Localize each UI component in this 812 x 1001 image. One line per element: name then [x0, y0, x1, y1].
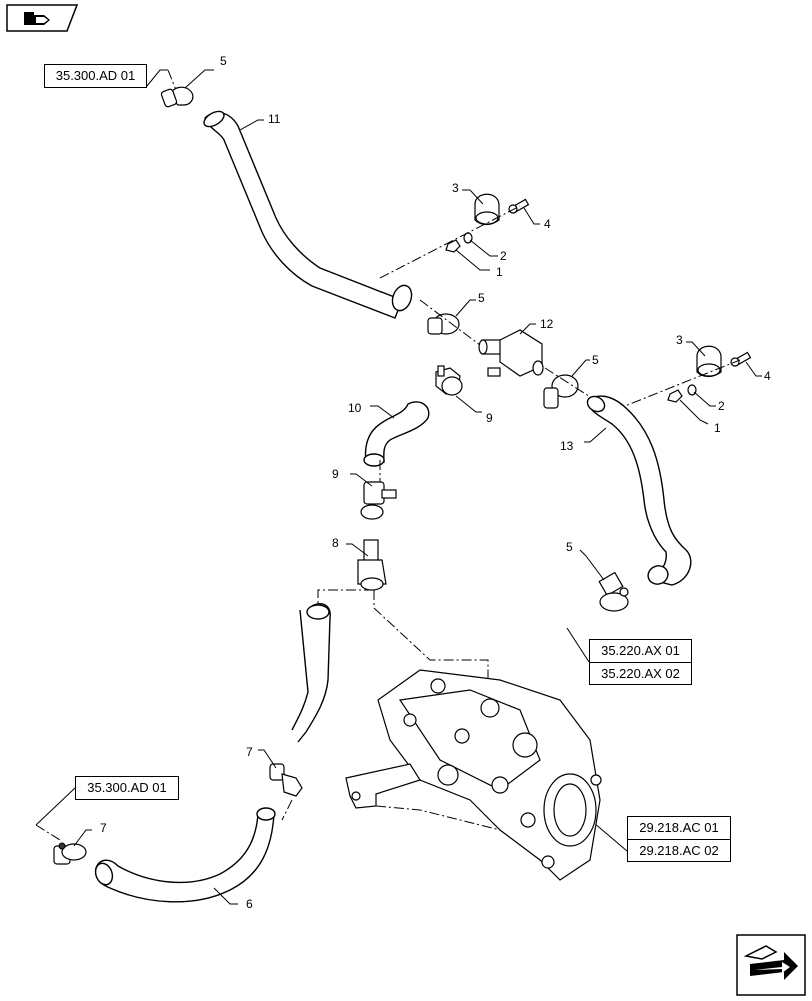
clamp-5-tee-left[interactable] — [427, 313, 460, 335]
callout-8: 8 — [332, 536, 369, 557]
hose-11[interactable] — [201, 108, 414, 319]
centerline — [614, 359, 741, 411]
callout-13: 13 — [560, 427, 607, 453]
callout-12: 12 — [519, 317, 554, 335]
svg-text:7: 7 — [246, 745, 253, 759]
svg-text:3: 3 — [676, 333, 683, 347]
ghost-tube — [291, 602, 331, 743]
callout-2-right: 2 — [693, 391, 725, 413]
callout-5-tee-left: 5 — [455, 291, 485, 317]
callout-10: 10 — [348, 401, 395, 419]
reference-label-1: 35.220.AX 01 — [601, 643, 680, 658]
callout-7-lower: 7 — [73, 821, 107, 847]
reference-label-2: 29.218.AC 02 — [628, 839, 730, 862]
callout-1-right: 1 — [679, 399, 721, 435]
callout-11: 11 — [239, 112, 281, 131]
svg-text:9: 9 — [332, 467, 339, 481]
svg-text:5: 5 — [566, 540, 573, 554]
callout-4-right: 4 — [745, 361, 771, 383]
svg-text:4: 4 — [764, 369, 771, 383]
bolt-4-right[interactable] — [730, 351, 752, 367]
reference-leader — [566, 627, 590, 663]
callout-5-lower-right: 5 — [566, 540, 605, 581]
reference-label-1: 29.218.AC 01 — [639, 820, 719, 835]
hose-6[interactable] — [93, 807, 276, 903]
centerline — [35, 824, 61, 841]
nut-1-top[interactable] — [445, 239, 461, 253]
reference-box-top-left[interactable]: 35.300.AD 01 — [44, 64, 147, 88]
svg-text:12: 12 — [540, 317, 554, 331]
callout-3-right: 3 — [676, 333, 706, 357]
clamp-7-lower[interactable] — [53, 842, 87, 865]
svg-text:9: 9 — [486, 411, 493, 425]
reference-box-right-mid[interactable]: 35.220.AX 01 35.220.AX 02 — [589, 639, 692, 685]
reference-label: 35.300.AD 01 — [87, 780, 167, 795]
reference-leader — [146, 69, 168, 87]
folder-arrow-icon[interactable] — [6, 4, 79, 32]
centerline — [317, 589, 374, 610]
svg-text:1: 1 — [496, 265, 503, 279]
washer-2-right[interactable] — [687, 384, 697, 396]
centerline — [419, 299, 481, 346]
reference-leader — [35, 787, 76, 826]
centerline — [379, 205, 521, 279]
centerline — [281, 799, 293, 821]
next-page-arrow-icon[interactable] — [736, 934, 806, 996]
callout-6: 6 — [213, 887, 253, 911]
hose-10[interactable] — [363, 401, 430, 467]
svg-text:13: 13 — [560, 439, 574, 453]
tee-fitting-12[interactable] — [478, 329, 544, 377]
reference-label: 35.300.AD 01 — [55, 68, 136, 83]
reference-box-right-bottom[interactable]: 29.218.AC 01 29.218.AC 02 — [627, 816, 731, 862]
svg-text:7: 7 — [100, 821, 107, 835]
clamp-9-lower[interactable] — [360, 481, 397, 520]
reference-box-bottom-left[interactable]: 35.300.AD 01 — [75, 776, 179, 800]
svg-text:2: 2 — [500, 249, 507, 263]
hydraulic-pump-assembly[interactable] — [345, 669, 602, 881]
callout-5-tee-right: 5 — [571, 353, 599, 377]
nut-1-right[interactable] — [667, 389, 683, 403]
svg-text:10: 10 — [348, 401, 362, 415]
clamp-5-top[interactable] — [160, 86, 194, 108]
hose-13[interactable] — [585, 393, 692, 586]
clamp-7-upper[interactable] — [269, 763, 303, 797]
svg-text:2: 2 — [718, 399, 725, 413]
centerline — [544, 367, 596, 401]
callout-3-top: 3 — [452, 181, 484, 205]
svg-text:3: 3 — [452, 181, 459, 195]
reference-label-2: 35.220.AX 02 — [590, 662, 691, 685]
svg-text:5: 5 — [220, 54, 227, 68]
clamp-5-tee-right[interactable] — [543, 374, 579, 409]
callout-9-lower: 9 — [332, 467, 373, 487]
centerline — [373, 590, 489, 700]
svg-text:11: 11 — [268, 112, 281, 126]
svg-text:8: 8 — [332, 536, 339, 550]
callout-7-upper: 7 — [246, 745, 277, 769]
callout-5-top: 5 — [184, 54, 227, 89]
svg-text:1: 1 — [714, 421, 721, 435]
clamp-5-lower-right[interactable] — [598, 571, 629, 612]
callout-9-upper: 9 — [455, 395, 493, 425]
callout-4-top: 4 — [523, 207, 551, 231]
centerline — [375, 805, 501, 831]
elbow-fitting-8[interactable] — [357, 539, 387, 591]
clamp-9-upper[interactable] — [435, 365, 463, 396]
callout-2-top: 2 — [469, 239, 507, 263]
svg-text:5: 5 — [592, 353, 599, 367]
svg-text:4: 4 — [544, 217, 551, 231]
svg-text:5: 5 — [478, 291, 485, 305]
svg-text:6: 6 — [246, 897, 253, 911]
callout-1-top: 1 — [455, 249, 503, 279]
